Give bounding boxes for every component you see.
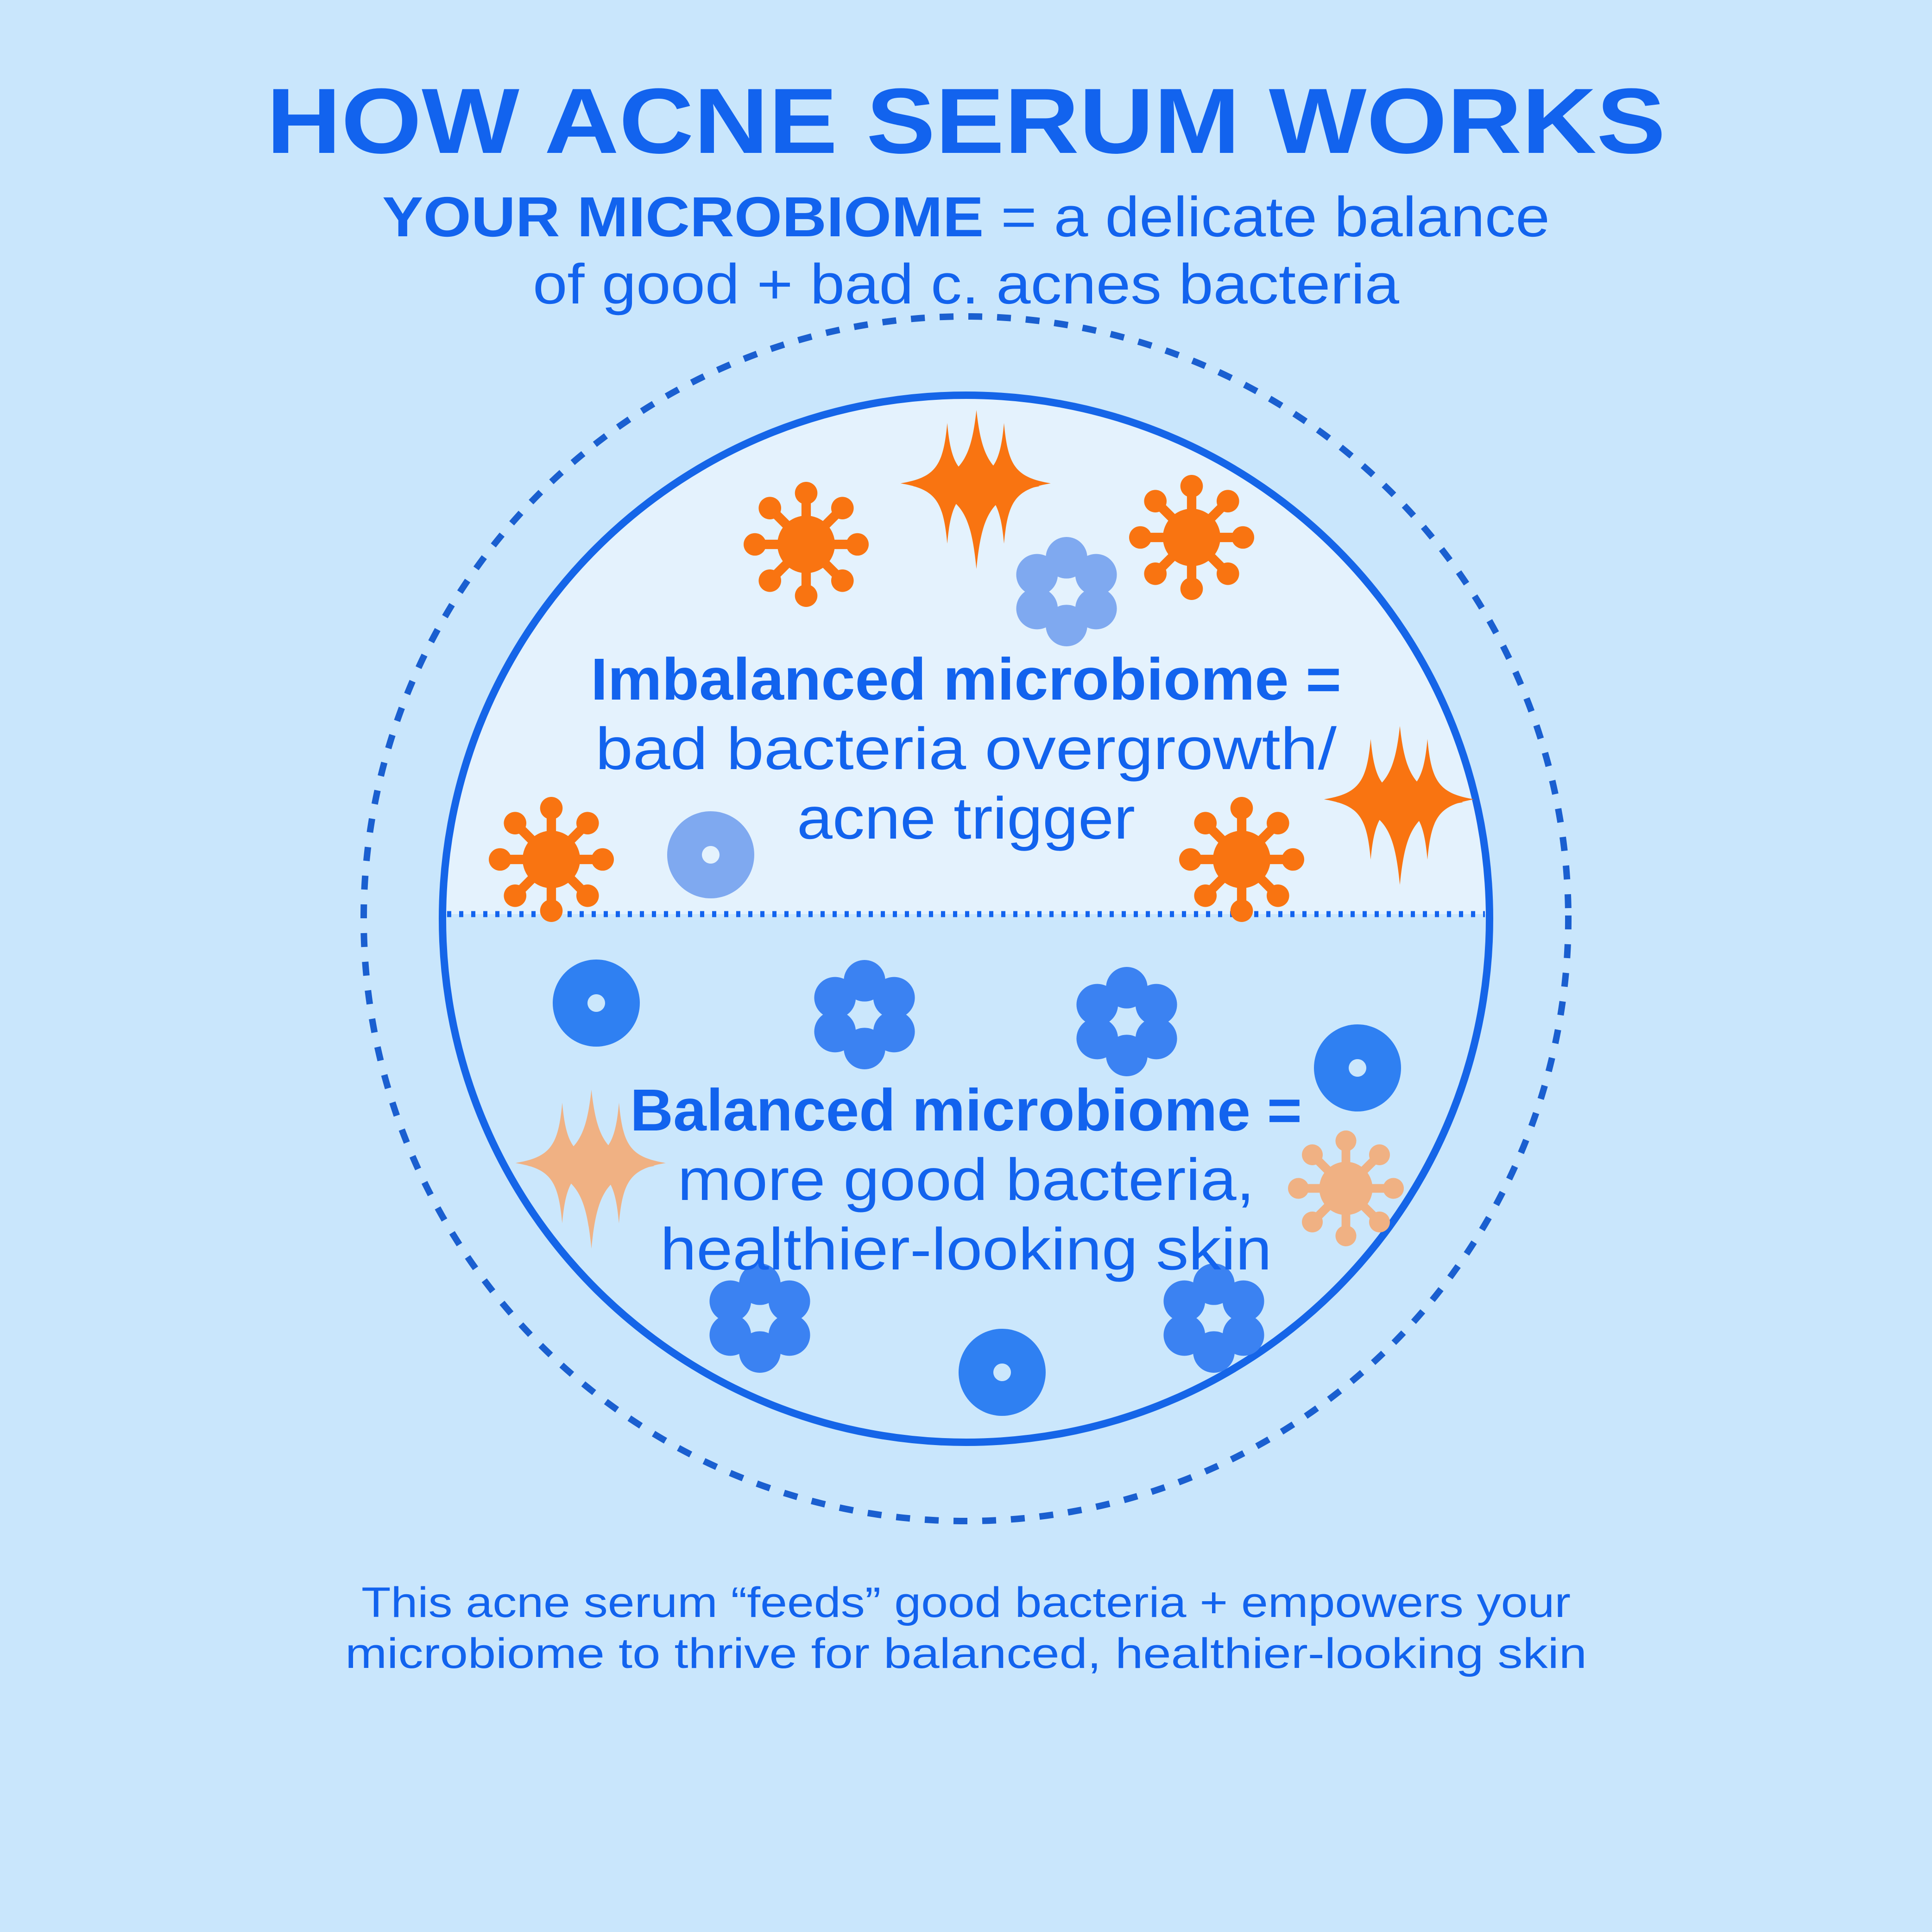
- page-subtitle-strong: YOUR MICROBIOME: [382, 185, 984, 248]
- balanced-line2: more good bacteria,: [678, 1147, 1255, 1213]
- imbalanced-heading: Imbalanced microbiome =: [591, 646, 1341, 713]
- imbalanced-line2: bad bacteria overgrowth/: [595, 716, 1337, 782]
- page-subtitle-line2: of good + bad c. acnes bacteria: [533, 253, 1399, 316]
- petri-dish-outline: [439, 391, 1493, 1446]
- petri-dish-upper-fill: [442, 395, 1490, 914]
- imbalanced-line3: acne trigger: [797, 785, 1135, 852]
- page-subtitle-line1: YOUR MICROBIOME = a delicate balance: [382, 185, 1550, 248]
- page-subtitle-rest: = a delicate balance: [984, 185, 1550, 248]
- page-title: HOW ACNE SERUM WORKS: [266, 69, 1666, 173]
- footer-line2: microbiome to thrive for balanced, healt…: [345, 1630, 1587, 1677]
- balanced-heading: Balanced microbiome =: [630, 1077, 1302, 1143]
- petri-dish-dotted-ring: [360, 313, 1572, 1524]
- balanced-line3: healthier-looking skin: [660, 1216, 1272, 1282]
- footer-line1: This acne serum “feeds” good bacteria + …: [361, 1579, 1571, 1626]
